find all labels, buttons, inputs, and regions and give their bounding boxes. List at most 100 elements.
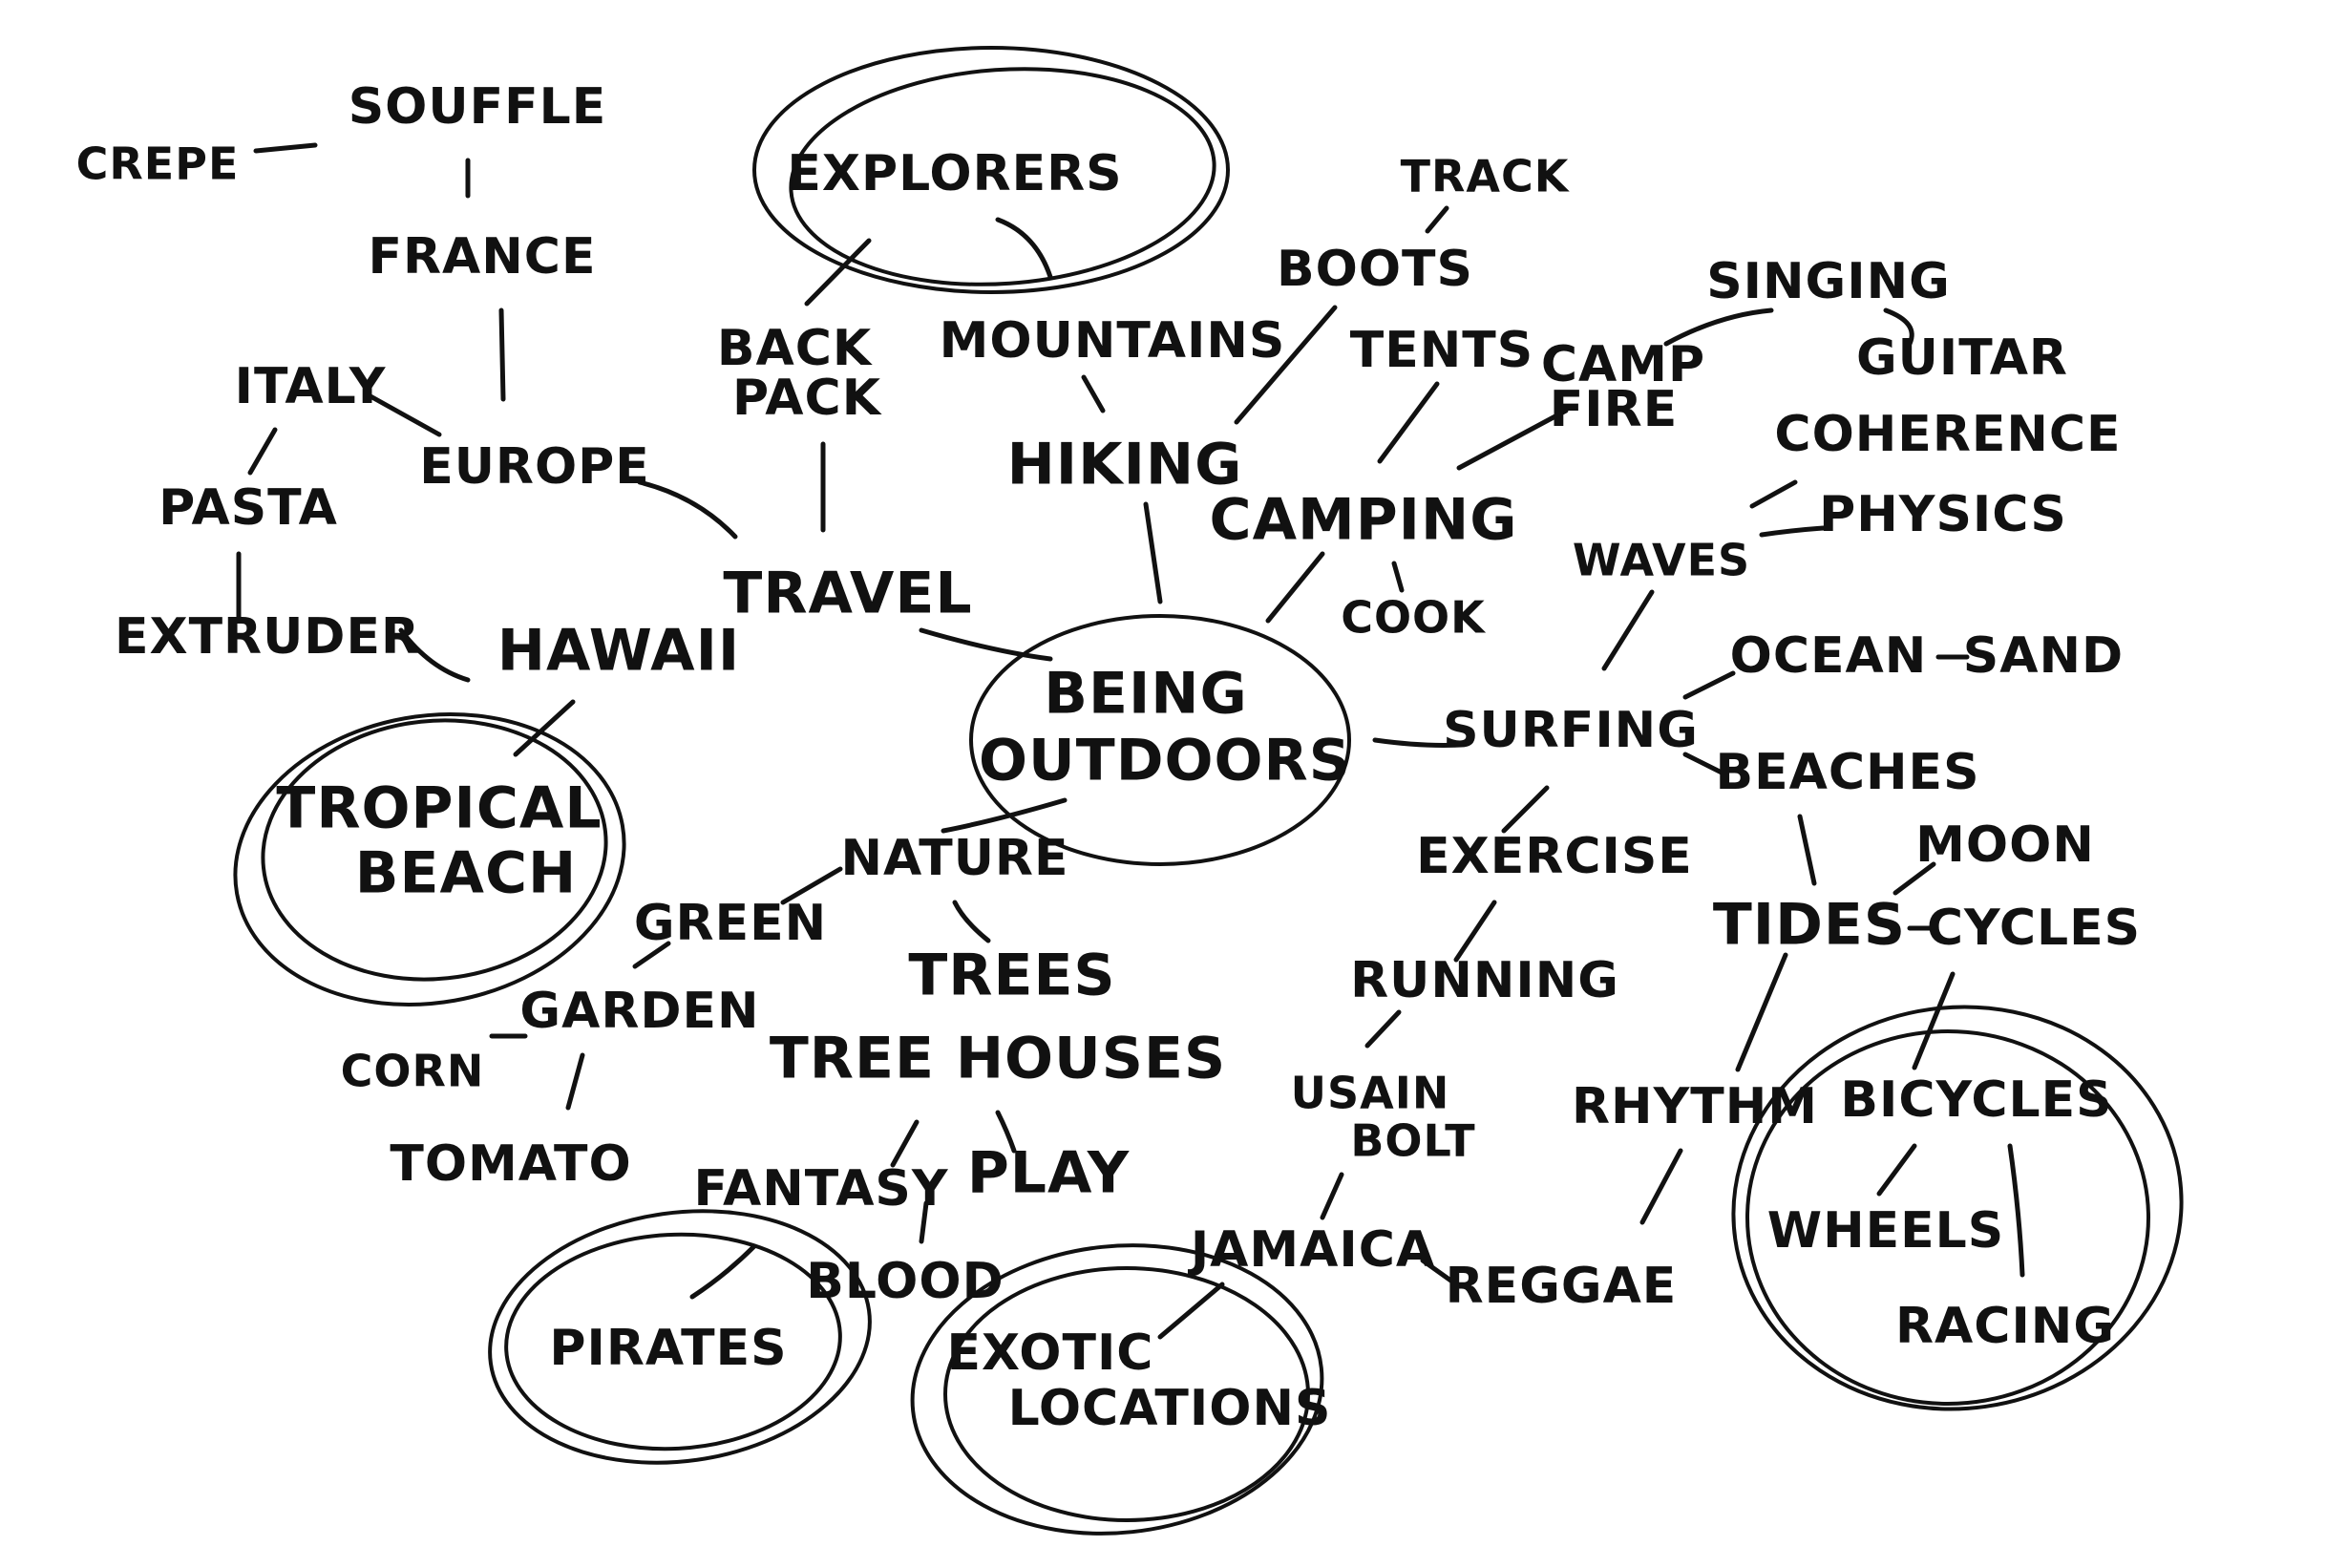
- circles: [233, 46, 2184, 1536]
- link-treehouses-play: [995, 1110, 1017, 1154]
- word-extruder: EXTRUDER: [115, 608, 420, 666]
- word-pirates: PIRATES: [549, 1320, 787, 1377]
- link-surfing-beaches: [1682, 752, 1726, 776]
- word-beaches: BEACHES: [1715, 744, 1979, 801]
- links: [236, 142, 2025, 1340]
- link-campfire-camping: [1456, 408, 1569, 471]
- pirates-circle-inner: [504, 1232, 842, 1451]
- word-waves: WAVES: [1573, 535, 1750, 586]
- exotic-locations-circle-inner: [943, 1266, 1310, 1522]
- link-bicycles-wheels: [1876, 1143, 1917, 1197]
- word-ocean: OCEAN: [1730, 627, 1928, 685]
- link-fantasy-blood: [919, 1200, 929, 1244]
- link-explorers-backpack: [804, 238, 872, 307]
- link-camping-center: [1265, 551, 1325, 624]
- bicycles-circle-outer: [1731, 1005, 2184, 1411]
- word-fantasy: FANTASY: [693, 1160, 948, 1218]
- link-bicycles-racing: [2007, 1143, 2025, 1278]
- link-running-usain: [1364, 1009, 1402, 1049]
- link-tents-camping: [1377, 381, 1440, 464]
- link-europe-travel: [637, 479, 738, 540]
- center-circle: [969, 614, 1351, 866]
- word-europe: EUROPE: [419, 438, 650, 496]
- exotic-locations-circle-outer: [910, 1243, 1324, 1536]
- link-center-surfing: [1372, 737, 1464, 748]
- word-racing: RACING: [1895, 1298, 2115, 1355]
- word-surfing: SURFING: [1443, 702, 1699, 759]
- word-exotic-2: LOCATIONS: [1008, 1380, 1332, 1437]
- link-boots-hiking: [1234, 305, 1338, 425]
- pirates-circle-outer: [488, 1209, 872, 1465]
- link-exercise-running: [1453, 900, 1497, 963]
- link-camping-cook: [1391, 561, 1405, 593]
- link-campfire-singing: [1663, 307, 1774, 347]
- word-tomato: TOMATO: [390, 1135, 631, 1193]
- link-waves-physics: [1759, 525, 1827, 538]
- link-mountains-hiking: [1081, 374, 1106, 413]
- word-explorers: EXPLORERS: [787, 145, 1122, 202]
- word-tides: TIDES: [1713, 892, 1906, 959]
- link-italy-europe: [368, 393, 442, 437]
- word-play: PLAY: [967, 1140, 1131, 1207]
- link-jamaica-reggae: [1420, 1258, 1459, 1287]
- word-coherence: COHERENCE: [1774, 406, 2121, 463]
- link-jamaica-exotic: [1157, 1282, 1225, 1340]
- link-france-europe: [498, 307, 506, 402]
- word-pasta: PASTA: [159, 479, 338, 537]
- word-physics: PHYSICS: [1819, 486, 2067, 543]
- link-travel-center: [919, 627, 1053, 662]
- word-rhythm: RHYTHM: [1572, 1078, 1818, 1135]
- link-rhythm-reggae: [1639, 1148, 1683, 1225]
- word-tree-houses: TREE HOUSES: [770, 1026, 1226, 1092]
- word-backpack-2: PACK: [732, 370, 882, 427]
- center-line-2: OUTDOORS: [979, 728, 1351, 795]
- link-tides-rhythm: [1735, 952, 1788, 1072]
- link-green-garden: [632, 941, 671, 969]
- word-track: TRACK: [1401, 151, 1571, 202]
- link-hawaii-tropical: [513, 699, 576, 757]
- word-blood: BLOOD: [806, 1253, 1004, 1310]
- word-backpack-1: BACK: [717, 320, 873, 377]
- word-exercise: EXERCISE: [1416, 828, 1693, 885]
- link-explorers-mountains: [995, 217, 1053, 280]
- link-treehouses-fantasy: [890, 1119, 920, 1168]
- word-crepe: CREPE: [76, 138, 240, 190]
- tropical-beach-circle-inner: [261, 718, 608, 982]
- link-surfing-exercise: [1501, 785, 1550, 834]
- link-crepe-souffle: [253, 142, 318, 154]
- word-hawaii: HAWAII: [497, 618, 741, 685]
- word-campfire-2: FIRE: [1550, 381, 1678, 438]
- word-singing: SINGING: [1706, 253, 1951, 310]
- word-tropical-1: TROPICAL: [276, 775, 602, 842]
- word-exotic-1: EXOTIC: [947, 1324, 1154, 1382]
- link-nature-trees: [952, 900, 991, 943]
- word-garden: GARDEN: [519, 983, 759, 1040]
- word-jamaica: JAMAICA: [1188, 1221, 1435, 1279]
- word-running: RUNNING: [1350, 952, 1619, 1009]
- link-italy-pasta: [247, 427, 278, 476]
- word-green: GREEN: [634, 895, 827, 952]
- link-usain-jamaica: [1320, 1172, 1344, 1220]
- word-camping: CAMPING: [1210, 487, 1518, 554]
- word-cook: COOK: [1341, 592, 1487, 644]
- word-bicycles: BICYCLES: [1840, 1071, 2112, 1129]
- explorers-circle-inner: [789, 67, 1216, 286]
- word-tents: TENTS: [1350, 322, 1533, 379]
- words: BEING OUTDOORS CREPE SOUFFLE FRANCE ITAL…: [76, 78, 2141, 1437]
- link-coherence-waves: [1749, 479, 1798, 509]
- word-corn: CORN: [341, 1046, 485, 1097]
- tropical-beach-circle-outer: [233, 712, 626, 1006]
- word-guitar: GUITAR: [1856, 329, 2068, 387]
- word-mountains: MOUNTAINS: [940, 312, 1286, 370]
- word-souffle: SOUFFLE: [349, 78, 607, 136]
- link-track-boots: [1425, 205, 1449, 234]
- word-cycles: CYCLES: [1927, 900, 2141, 957]
- link-surfing-ocean: [1682, 670, 1736, 700]
- link-waves-surfing: [1601, 589, 1655, 671]
- word-tropical-2: BEACH: [355, 840, 577, 907]
- link-center-nature: [941, 797, 1068, 834]
- word-campfire-1: CAMP: [1541, 336, 1705, 393]
- word-hiking: HIKING: [1007, 432, 1243, 498]
- link-beaches-tides: [1797, 814, 1817, 886]
